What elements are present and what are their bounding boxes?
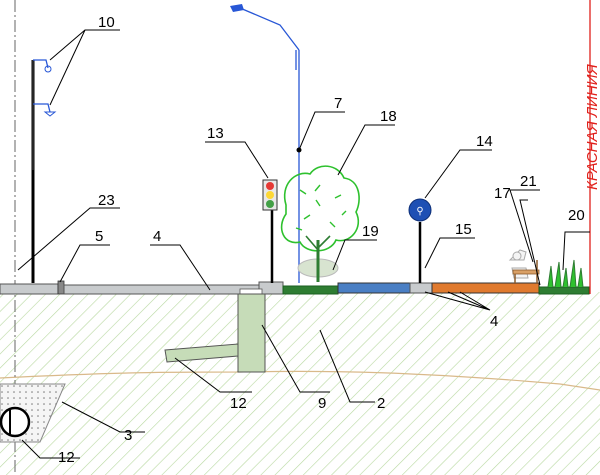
callout-18: 18 <box>380 108 397 125</box>
leader-lines <box>17 29 590 459</box>
callout-20: 20 <box>568 207 585 224</box>
traffic-light-icon <box>262 179 278 283</box>
svg-text:⚲: ⚲ <box>416 206 423 217</box>
callout-21: 21 <box>520 173 537 190</box>
callout-12-upper: 12 <box>230 395 247 412</box>
callout-5: 5 <box>95 228 103 245</box>
drain-pipe <box>164 343 239 363</box>
callout-15: 15 <box>455 221 472 238</box>
lawn-edge <box>538 286 590 295</box>
bike-path <box>337 282 411 294</box>
callout-14: 14 <box>476 133 493 150</box>
road-sign-icon: ⚲ <box>408 198 432 283</box>
well-hatch <box>239 288 263 295</box>
callout-7: 7 <box>334 95 342 112</box>
tall-lamp-icon <box>230 4 302 283</box>
lawn-strip <box>282 285 339 295</box>
callout-19: 19 <box>362 223 379 240</box>
surface-layers <box>0 280 590 295</box>
callout-10: 10 <box>98 14 115 31</box>
callout-2: 2 <box>377 395 385 412</box>
sidewalk-paving <box>63 284 260 295</box>
storm-well <box>164 293 266 373</box>
pipe-icon <box>0 406 31 438</box>
callout-23: 23 <box>98 192 115 209</box>
bench-person-icon <box>508 249 540 283</box>
street-lamp-icon <box>31 59 57 283</box>
callout-4-left: 4 <box>153 228 161 245</box>
callout-17: 17 <box>494 185 511 202</box>
callout-3: 3 <box>124 427 132 444</box>
separator-curb <box>409 282 433 294</box>
grass-icon <box>547 259 584 288</box>
ground-fill <box>0 292 600 475</box>
red-line-label: КРАСНАЯ ЛИНИЯ <box>584 64 600 190</box>
callout-9: 9 <box>318 395 326 412</box>
callout-12-lower: 12 <box>58 449 75 466</box>
curb-block <box>258 281 284 295</box>
utility-trench <box>0 383 66 443</box>
tree-icon <box>280 165 360 282</box>
road-carriageway <box>0 283 59 295</box>
callout-4-right: 4 <box>490 313 498 330</box>
walkway-path <box>431 282 540 294</box>
callout-13: 13 <box>207 125 224 142</box>
curb-stone <box>57 280 65 295</box>
